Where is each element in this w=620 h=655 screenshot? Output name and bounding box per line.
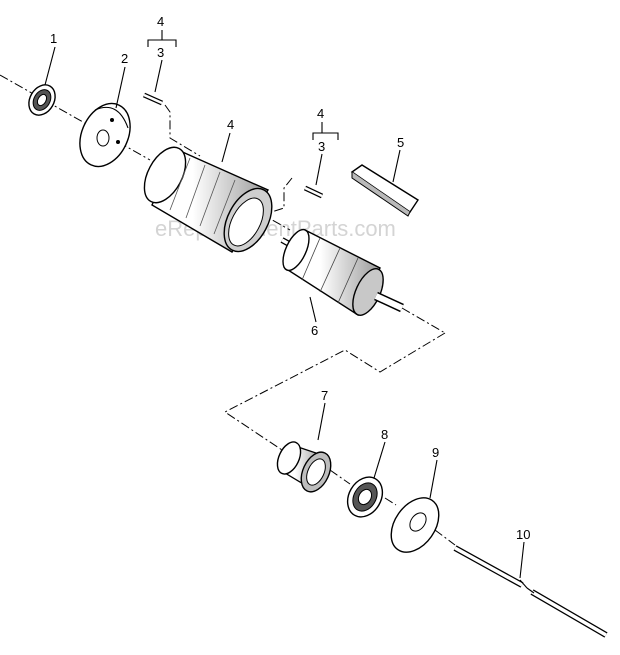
- part-9-washer: [390, 497, 440, 553]
- callout-10: 10: [516, 527, 530, 542]
- callout-4-upper: 4: [157, 14, 164, 29]
- center-lines: [0, 74, 456, 546]
- part-7-bushing: [276, 441, 332, 493]
- callout-labels: 1 2 4 3 4 4 3 5 6 7 8 9 10: [50, 14, 530, 542]
- part-1-bearing: [28, 84, 56, 116]
- callout-3-lower: 3: [318, 139, 325, 154]
- part-5-vane: [350, 164, 419, 217]
- part-10-rod: [453, 545, 608, 638]
- leader-lines: [44, 30, 525, 579]
- part-2-end-plate: [79, 102, 131, 168]
- part-3-pin-upper: [142, 92, 164, 106]
- part-8-bearing: [346, 476, 384, 518]
- callout-1: 1: [50, 31, 57, 46]
- part-4-cylinder: [143, 146, 273, 253]
- callout-5: 5: [397, 135, 404, 150]
- callout-8: 8: [381, 427, 388, 442]
- callout-6: 6: [311, 323, 318, 338]
- callout-4-cylinder: 4: [227, 117, 234, 132]
- callout-7: 7: [321, 388, 328, 403]
- callout-2: 2: [121, 51, 128, 66]
- part-3-pin-lower: [303, 185, 324, 199]
- callout-4-lower: 4: [317, 106, 324, 121]
- callout-3-upper: 3: [157, 45, 164, 60]
- part-6-rotor: [280, 228, 404, 317]
- callout-9: 9: [432, 445, 439, 460]
